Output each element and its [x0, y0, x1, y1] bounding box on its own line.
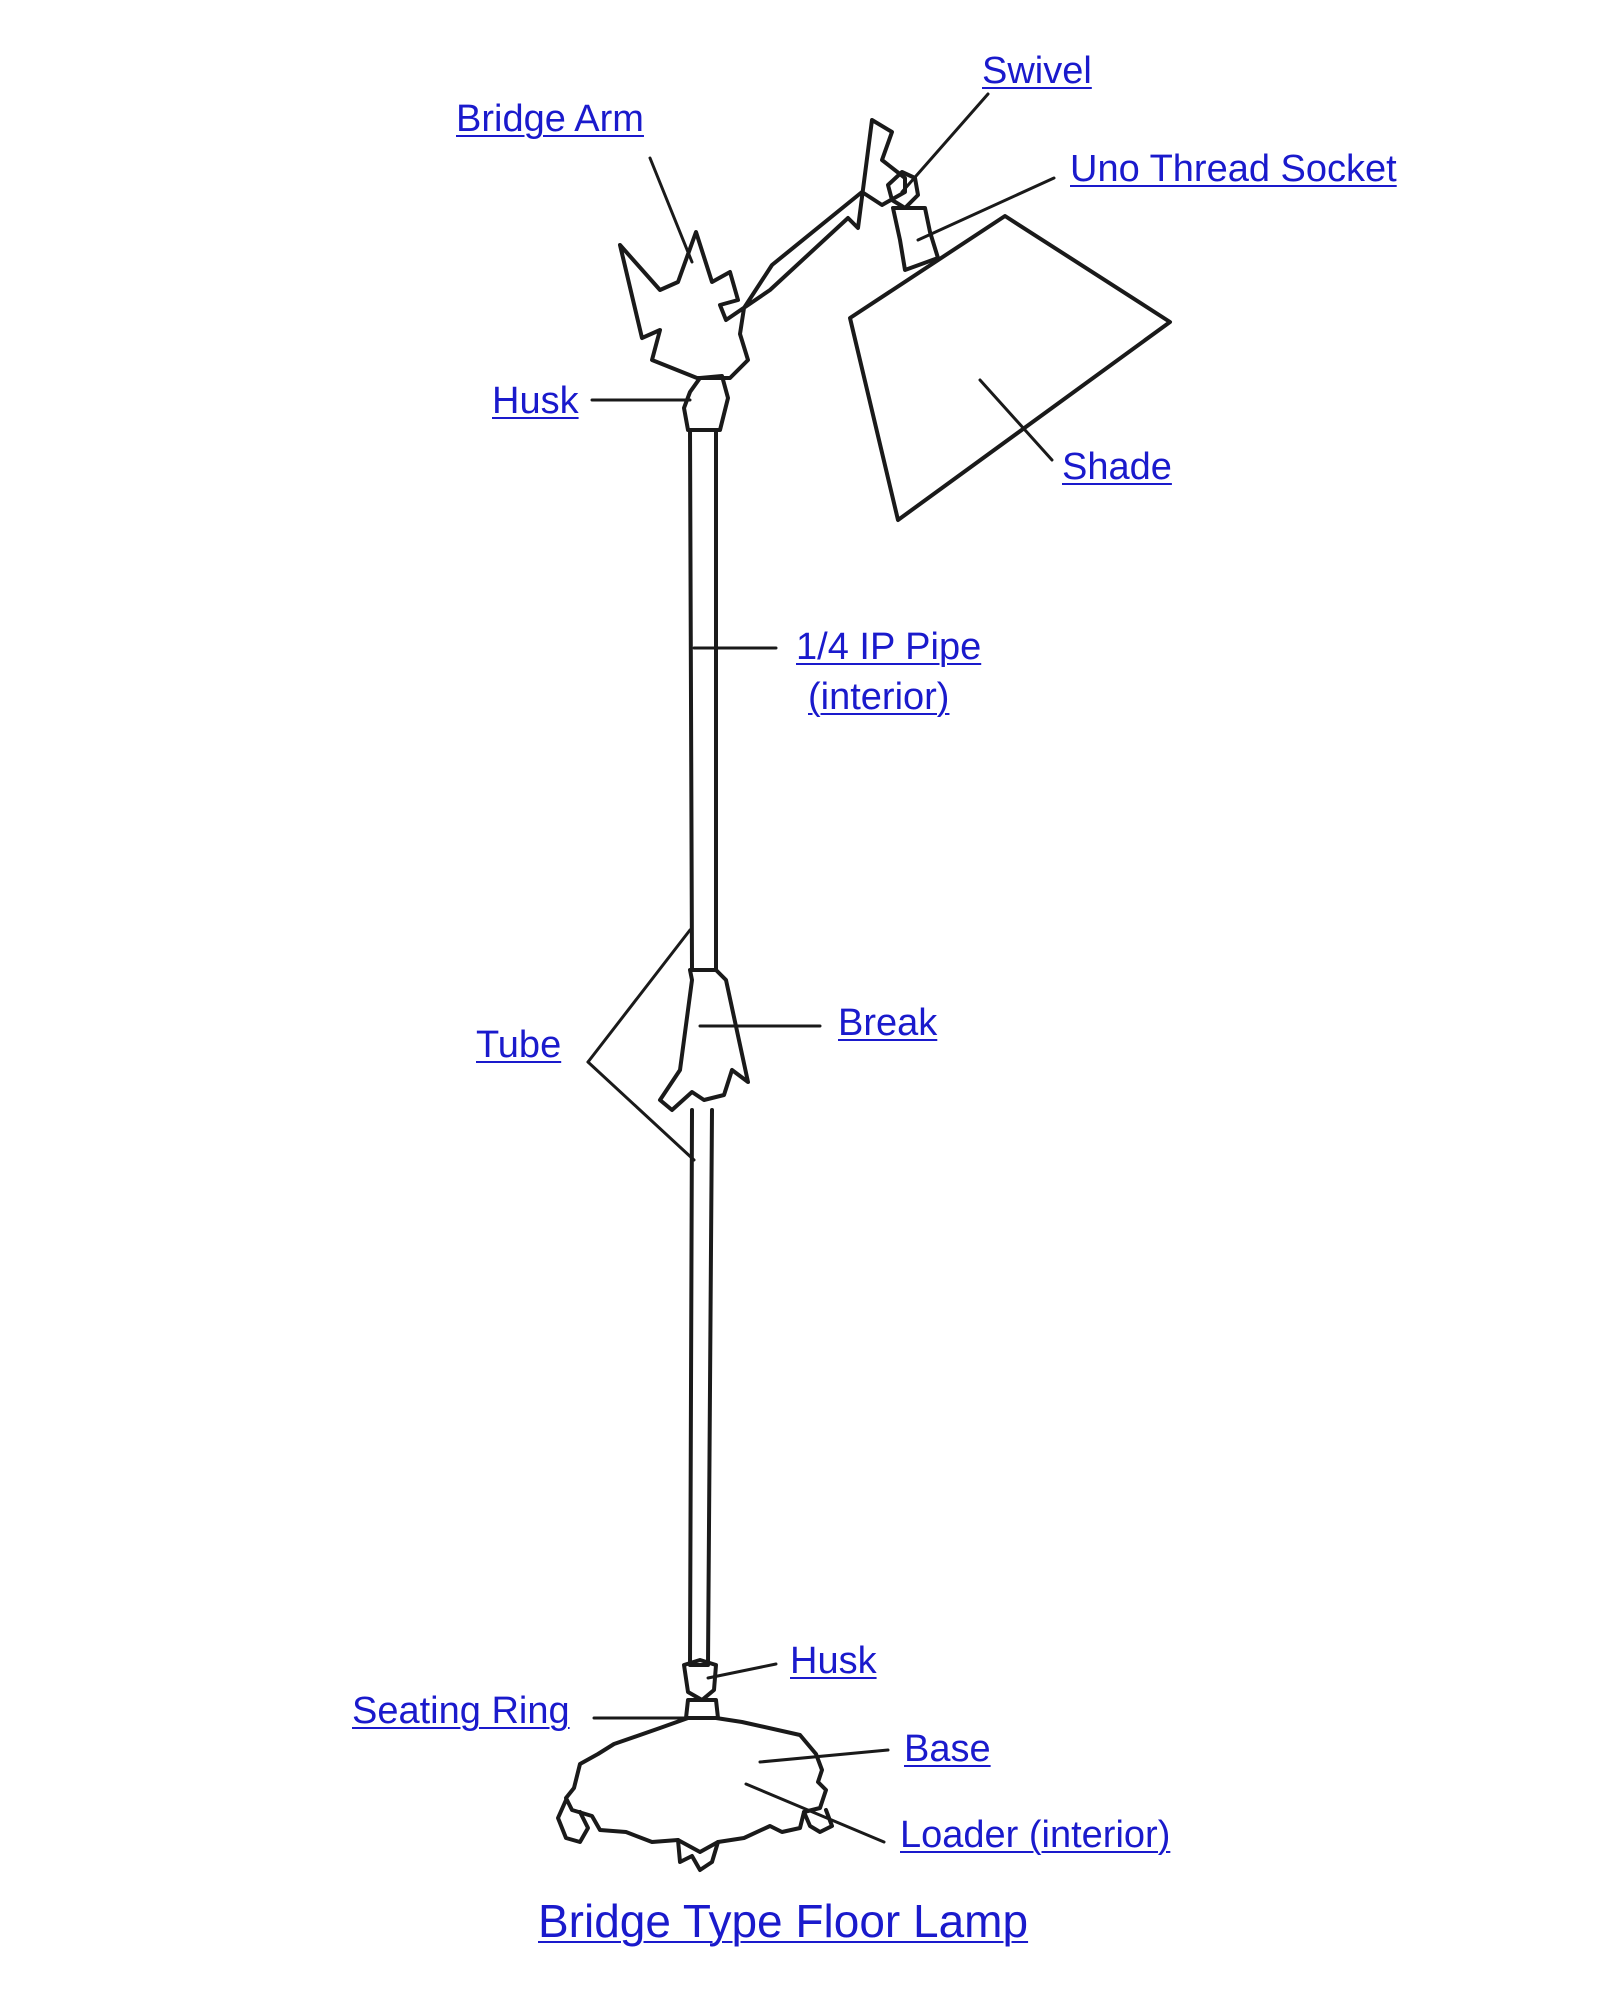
seating-ring-shape	[684, 1698, 720, 1720]
diagram-title[interactable]: Bridge Type Floor Lamp	[538, 1895, 1029, 1947]
swivel-shape	[886, 170, 920, 210]
socket-shape	[891, 206, 940, 272]
bridge-arm-shape	[618, 118, 907, 380]
leader-tube-lower	[586, 1060, 696, 1162]
label-husk-bottom[interactable]: Husk	[790, 1640, 877, 1682]
leader-socket	[916, 176, 1056, 242]
lower-tube-shape	[688, 1108, 714, 1667]
husk-top-shape	[682, 374, 730, 432]
label-bridge-arm[interactable]: Bridge Arm	[456, 98, 644, 140]
base-shape	[564, 1716, 828, 1854]
label-seating-ring[interactable]: Seating Ring	[352, 1690, 570, 1732]
label-tube[interactable]: Tube	[476, 1024, 562, 1066]
leader-base	[758, 1748, 890, 1764]
foot-center-shape	[676, 1838, 720, 1872]
leader-shade	[978, 378, 1054, 462]
foot-left-shape	[556, 1798, 590, 1844]
leader-swivel	[900, 92, 990, 194]
label-uno-thread-socket[interactable]: Uno Thread Socket	[1070, 148, 1397, 190]
label-swivel[interactable]: Swivel	[982, 50, 1092, 92]
leader-tube-upper	[586, 928, 692, 1064]
upper-tube-shape	[688, 428, 718, 972]
label-shade[interactable]: Shade	[1062, 446, 1172, 488]
leader-husk-bottom	[706, 1662, 778, 1680]
leader-loader	[744, 1782, 886, 1844]
label-husk-top[interactable]: Husk	[492, 380, 579, 422]
label-loader[interactable]: Loader (interior)	[900, 1814, 1171, 1856]
label-break[interactable]: Break	[838, 1002, 938, 1044]
husk-bottom-shape	[682, 1658, 718, 1702]
label-ip-pipe-line2[interactable]: (interior)	[808, 676, 950, 718]
leader-bridge-arm	[648, 156, 694, 264]
shade-shape	[848, 214, 1172, 522]
label-base[interactable]: Base	[904, 1728, 991, 1770]
break-shape	[658, 968, 750, 1112]
label-ip-pipe-line1[interactable]: 1/4 IP Pipe	[796, 626, 982, 668]
